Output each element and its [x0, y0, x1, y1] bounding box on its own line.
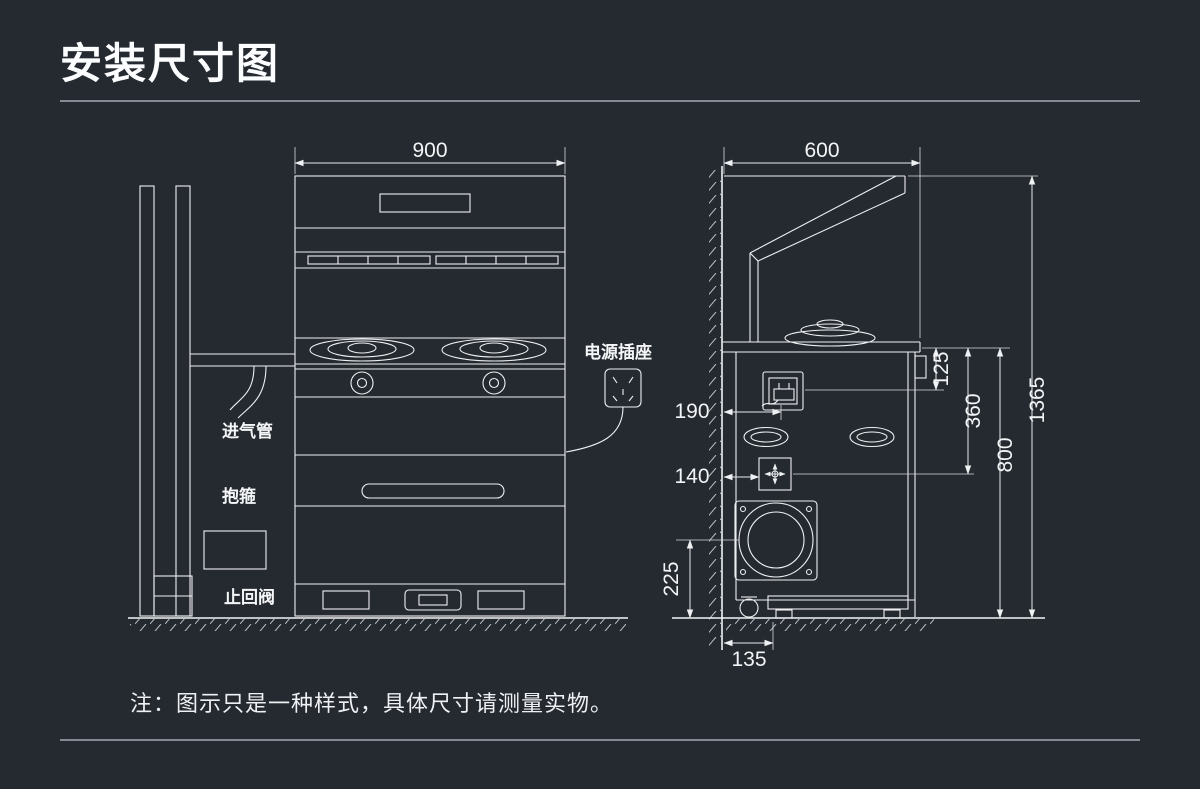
door-handle [361, 483, 505, 499]
front-dim-900: 900 [294, 139, 566, 174]
dim-135-label: 135 [731, 648, 766, 671]
bottom-divider [60, 739, 1140, 741]
dim-225-label: 225 [660, 561, 683, 596]
power-socket-icon [604, 368, 642, 408]
dim-125-label: 125 [930, 351, 953, 386]
dim-800-label: 800 [994, 437, 1017, 472]
power-cord [565, 406, 624, 453]
dim-135: 135 [723, 622, 774, 671]
gas-hose [229, 365, 255, 411]
burner-left [309, 338, 415, 362]
cooktop [295, 337, 565, 398]
dim-600-label: 600 [804, 139, 839, 162]
handle-oval-right [849, 426, 895, 448]
dim-190-label: 190 [674, 400, 709, 423]
power-socket-label: 电源插座 [584, 342, 652, 362]
dim-360-label: 360 [962, 393, 985, 428]
side-body [735, 352, 927, 617]
handle-oval-left [743, 426, 789, 448]
gas-valve-icon [758, 457, 792, 491]
exhaust-outlet [734, 500, 818, 581]
power-socket: 电源插座 [565, 342, 652, 453]
dim-125: 125 [930, 347, 953, 391]
display-panel [379, 193, 471, 213]
side-base [739, 595, 909, 619]
dim-140: 140 [674, 465, 760, 488]
side-hood-profile [724, 175, 906, 342]
burner-right [441, 338, 547, 362]
check-valve-body [153, 575, 193, 617]
extension-lines [676, 175, 1038, 541]
front-unit-body [294, 175, 566, 617]
wall [709, 166, 723, 650]
top-divider [60, 100, 1140, 102]
dim-1365: 1365 [1026, 175, 1049, 619]
side-burner [784, 319, 876, 347]
control-knob-right [482, 371, 506, 395]
dim-140-label: 140 [674, 465, 709, 488]
gas-inlet-pipe-label: 进气管 [222, 421, 273, 441]
riser-column-left [139, 185, 155, 617]
gas-riser-assembly: 进气管 抱箍 止回阀 [139, 185, 295, 617]
bottom-vents [322, 589, 525, 611]
footnote: 注：图示只是一种样式，具体尺寸请测量实物。 [130, 691, 614, 716]
page-title: 安装尺寸图 [60, 40, 281, 87]
riser-column-right [175, 185, 191, 617]
side-bracket [914, 355, 927, 379]
front-view: 900 [128, 139, 652, 631]
side-dim-600: 600 [723, 139, 921, 338]
check-valve-label: 止回阀 [224, 587, 275, 607]
dim-225: 225 [660, 539, 694, 619]
corrugated-duct [203, 530, 267, 570]
dim-800: 800 [994, 347, 1017, 619]
dim-1365-label: 1365 [1026, 377, 1049, 424]
front-ground [128, 617, 628, 631]
dim-190: 190 [674, 400, 782, 423]
dim-900-label: 900 [412, 139, 447, 162]
filter-vents [307, 255, 559, 265]
control-knob-left [350, 371, 374, 395]
side-counter [722, 341, 921, 353]
lower-cabinet [295, 454, 565, 611]
clamp-label: 抱箍 [222, 486, 256, 506]
side-handles [743, 426, 895, 448]
dim-360: 360 [962, 347, 985, 475]
side-socket-icon [761, 371, 804, 411]
side-view: 600 [660, 139, 1049, 671]
side-ground [672, 617, 1045, 631]
caster-wheel [739, 598, 759, 618]
